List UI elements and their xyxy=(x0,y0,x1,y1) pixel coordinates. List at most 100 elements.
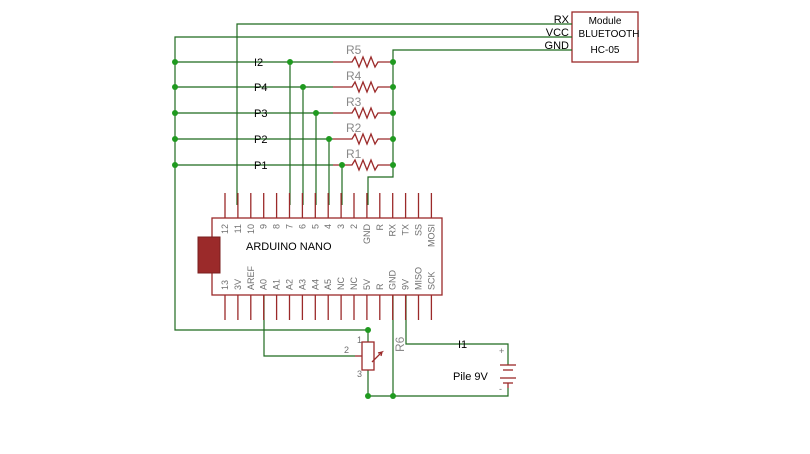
arduino-bottom-pin-lines xyxy=(224,295,433,320)
arduino-bottom-pin-label: NC xyxy=(336,277,346,290)
arduino-bottom-pin-label: 5V xyxy=(362,279,372,290)
wire-gnd-module xyxy=(392,49,572,165)
junction-dot xyxy=(172,59,178,65)
net-label-p2: P2 xyxy=(254,134,267,146)
potentiometer-body xyxy=(361,341,375,371)
arduino-top-pin-label: 6 xyxy=(297,224,307,229)
resistor-r1 xyxy=(333,158,393,172)
wire-vcc xyxy=(174,36,572,331)
junction-dot xyxy=(172,136,178,142)
arduino-bottom-pin-label: AREF xyxy=(246,265,256,290)
arduino-top-pin-label: 10 xyxy=(246,224,256,234)
module-pin-vcc: VCC xyxy=(546,27,569,39)
arduino-bottom-pin-label: A2 xyxy=(285,279,295,290)
resistor-r5 xyxy=(333,55,393,69)
arduino-top-pin-label: 5 xyxy=(310,224,320,229)
arduino-top-pin-label: GND xyxy=(362,224,372,245)
potentiometer-ref: R6 xyxy=(393,336,407,352)
wire-gnd-arduino xyxy=(367,165,394,205)
potentiometer-pin-3: 3 xyxy=(357,369,362,379)
wire-9v-battery xyxy=(405,295,509,365)
arduino-top-pin-label: R xyxy=(375,224,385,231)
junction-dot xyxy=(365,327,371,333)
bluetooth-module: Module BLUETOOTH HC-05 RX VCC GND xyxy=(545,11,640,63)
resistor-label-r1: R1 xyxy=(346,147,362,161)
module-title-line2: BLUETOOTH xyxy=(579,29,640,40)
junction-dot xyxy=(300,84,306,90)
arduino-top-pin-label: 3 xyxy=(336,224,346,229)
resistor-bank: R5 R4 R3 R2 R1 xyxy=(333,43,393,172)
arduino-top-pin-label: TX xyxy=(401,224,411,236)
usb-connector xyxy=(197,236,221,274)
arduino-top-pin-lines xyxy=(224,193,433,218)
junction-dot xyxy=(390,110,396,116)
junction-dots xyxy=(172,59,396,399)
junction-dot xyxy=(313,110,319,116)
potentiometer: 1 2 3 R6 xyxy=(344,335,407,379)
junction-dot xyxy=(390,59,396,65)
arduino-bottom-pin-label: MISO xyxy=(414,267,424,290)
wire-ground-bottom xyxy=(367,370,509,397)
arduino-bottom-pin-label: R xyxy=(375,283,385,290)
arduino-top-pin-label: 4 xyxy=(323,224,333,229)
arduino-top-pin-label: 12 xyxy=(220,224,230,234)
resistor-r4 xyxy=(333,80,393,94)
arduino-bottom-pin-label: NC xyxy=(349,277,359,290)
battery-net-label: I1 xyxy=(458,339,467,351)
arduino-title: ARDUINO NANO xyxy=(246,241,332,253)
resistor-label-r4: R4 xyxy=(346,69,362,83)
arduino-top-pin-label: 11 xyxy=(233,224,243,233)
arduino-top-pin-label: RX xyxy=(388,224,398,237)
arduino-top-pin-label: 9 xyxy=(259,224,269,229)
arduino-top-pin-label: 7 xyxy=(285,224,295,229)
junction-dot xyxy=(390,136,396,142)
arduino-top-pin-label: MOSI xyxy=(426,224,436,247)
resistor-label-r5: R5 xyxy=(346,43,362,57)
module-title-line3: HC-05 xyxy=(591,45,620,56)
junction-dot xyxy=(172,110,178,116)
arduino-top-pin-label: 2 xyxy=(349,224,359,229)
battery-minus: - xyxy=(499,384,502,394)
arduino-bottom-pin-label: A1 xyxy=(272,279,282,290)
junction-dot xyxy=(172,84,178,90)
arduino-bottom-pin-label: SCK xyxy=(426,271,436,290)
arduino-bottom-pin-label: A5 xyxy=(323,279,333,290)
potentiometer-arrow xyxy=(371,350,385,363)
net-label-p4: P4 xyxy=(254,82,267,94)
arduino-bottom-pin-label: A4 xyxy=(310,279,320,290)
junction-dot xyxy=(365,393,371,399)
module-pin-gnd: GND xyxy=(545,40,570,52)
arduino-top-pin-label: 8 xyxy=(272,224,282,229)
junction-dot xyxy=(287,59,293,65)
resistor-r2 xyxy=(333,132,393,146)
resistor-r3 xyxy=(333,106,393,120)
junction-dot xyxy=(339,162,345,168)
battery-plus: + xyxy=(499,346,504,356)
resistor-label-r3: R3 xyxy=(346,95,362,109)
arduino-bottom-pin-label: 3V xyxy=(233,279,243,290)
net-label-p1: P1 xyxy=(254,160,267,172)
net-label-p3: P3 xyxy=(254,108,267,120)
wires xyxy=(174,23,572,397)
junction-dot xyxy=(390,393,396,399)
module-title-line1: Module xyxy=(589,16,622,27)
arduino-top-pin-label: SS xyxy=(414,224,424,236)
junction-dot xyxy=(390,162,396,168)
arduino-bottom-pin-label: 9V xyxy=(401,279,411,290)
net-labels: I2 P4 P3 P2 P1 xyxy=(254,57,267,172)
battery-label: Pile 9V xyxy=(453,371,489,383)
potentiometer-pin-1: 1 xyxy=(357,335,362,345)
potentiometer-pin-2: 2 xyxy=(344,345,349,355)
battery: I1 + - Pile 9V xyxy=(453,339,516,394)
arduino-bottom-pin-label: A0 xyxy=(259,279,269,290)
junction-dot xyxy=(390,84,396,90)
module-pin-rx: RX xyxy=(554,14,570,26)
wire-rx xyxy=(236,23,572,205)
net-label-i2: I2 xyxy=(254,57,263,69)
arduino-bottom-pin-label: A3 xyxy=(297,279,307,290)
arduino-bottom-pin-label: 13 xyxy=(220,280,230,290)
